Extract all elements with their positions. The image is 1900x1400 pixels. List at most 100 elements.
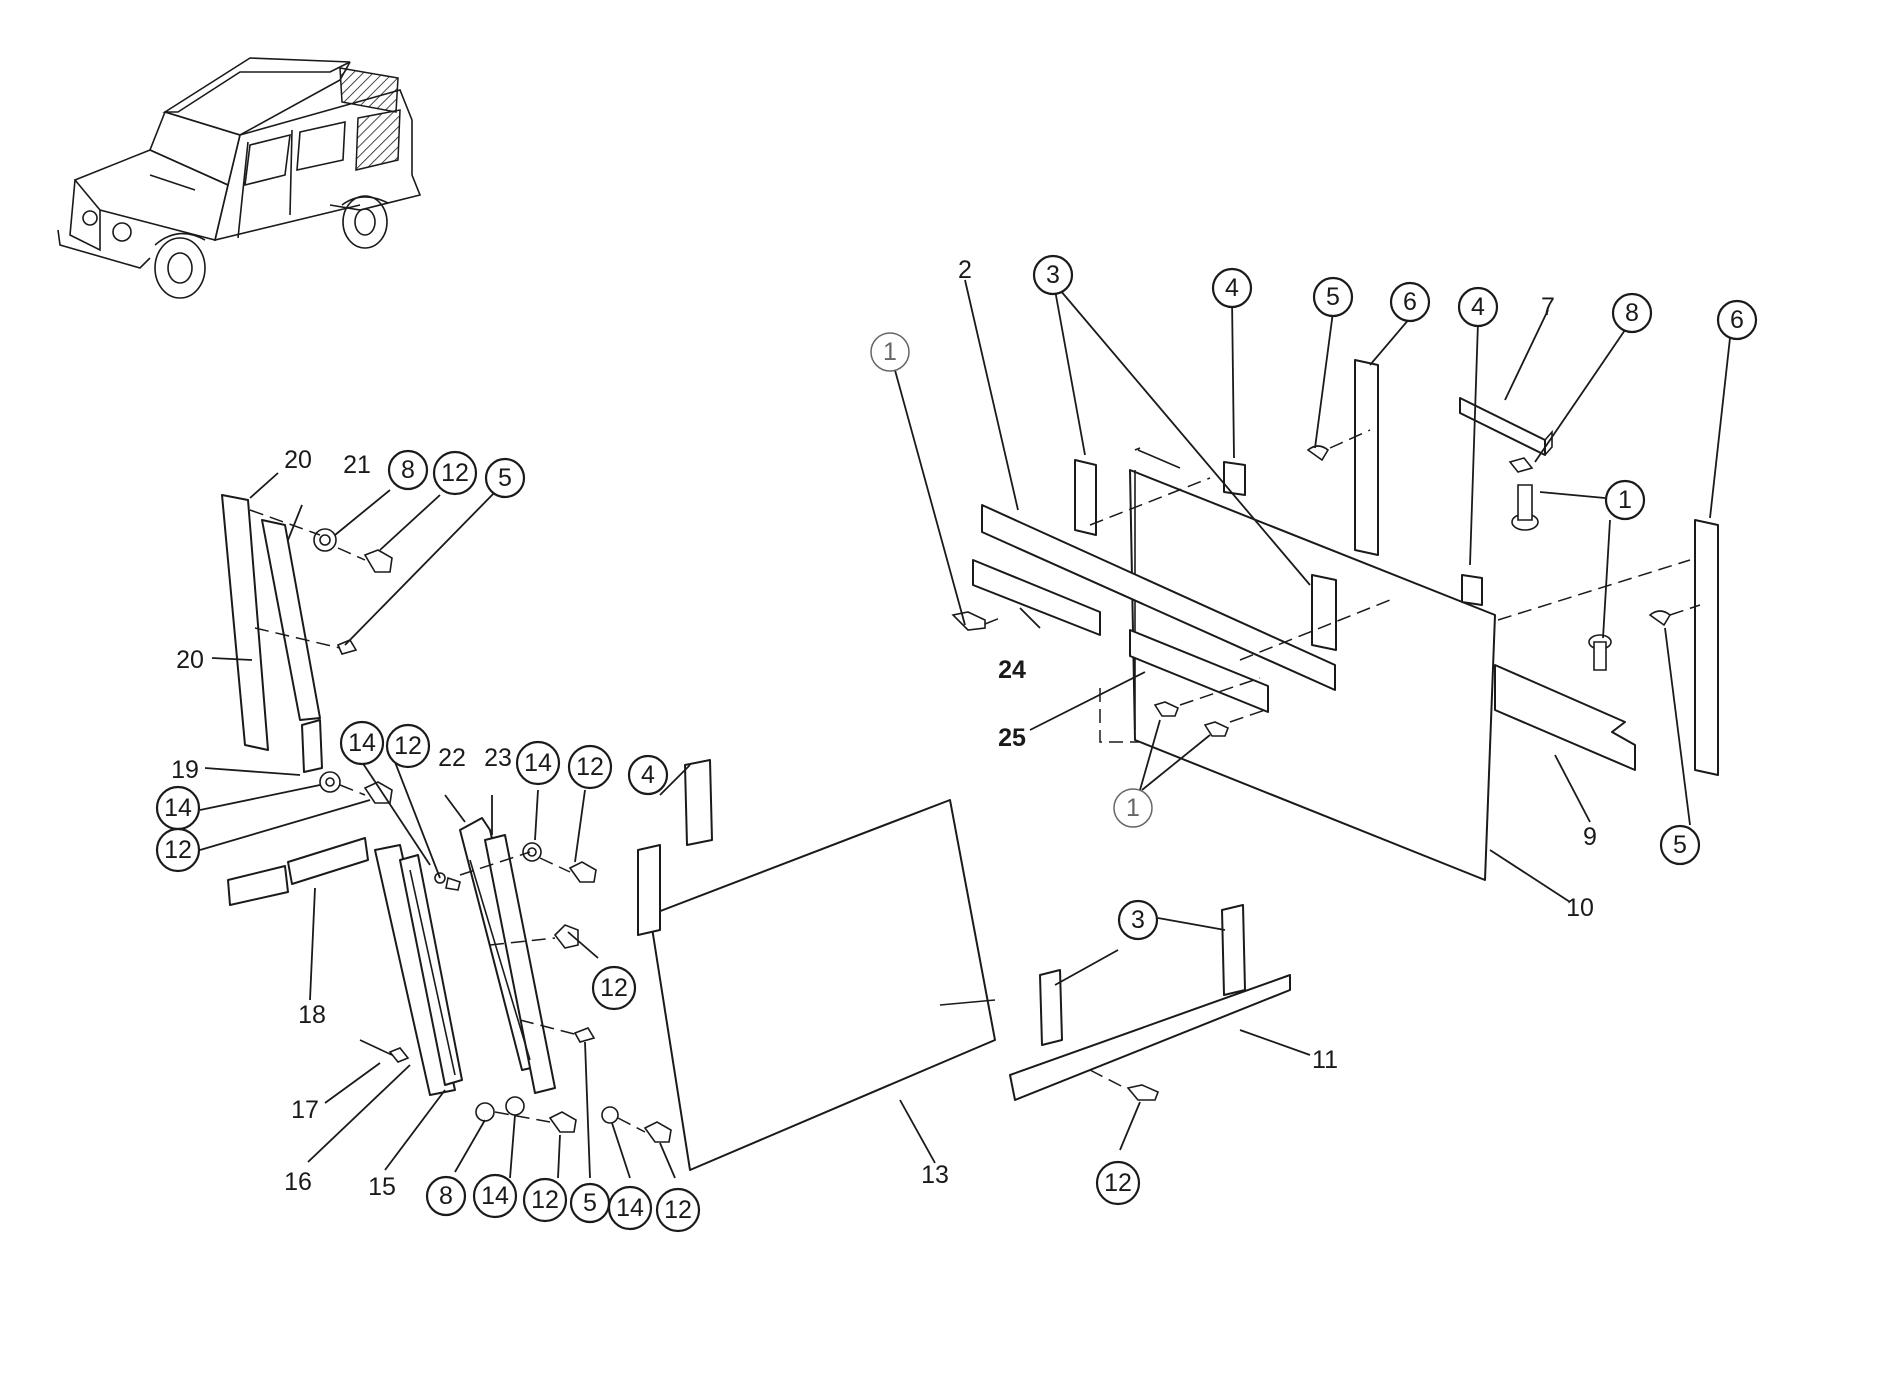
callout-number: 5 xyxy=(1673,831,1687,859)
callout-number: 13 xyxy=(921,1161,949,1189)
callout-c13: 13 xyxy=(921,1161,949,1189)
callout-c22: 22 xyxy=(438,744,466,772)
callout-number: 15 xyxy=(368,1173,396,1201)
callout-number: 8 xyxy=(439,1182,453,1210)
clip-5-right xyxy=(1648,610,1672,627)
washer-14-bottom-a xyxy=(505,1096,525,1116)
strip-20 xyxy=(221,494,269,751)
callout-number: 5 xyxy=(583,1189,597,1217)
callout-circle xyxy=(1095,1160,1141,1206)
callout-c24: 24 xyxy=(998,656,1026,684)
callout-circle xyxy=(484,457,526,499)
callout-c12f: 12 xyxy=(591,965,637,1011)
callout-number: 12 xyxy=(394,732,422,760)
angle-bracket-7 xyxy=(1459,397,1546,456)
callout-circle xyxy=(1604,479,1646,521)
callout-circle xyxy=(432,450,478,496)
callout-number: 23 xyxy=(484,744,512,772)
callout-circle xyxy=(1312,276,1354,318)
callout-circle xyxy=(425,1175,467,1217)
callout-c14b: 14 xyxy=(339,720,385,766)
callout-number: 12 xyxy=(441,459,469,487)
callout-circle xyxy=(870,332,910,372)
screw-12-mid xyxy=(568,861,597,883)
screw-12-bottom-b xyxy=(643,1121,672,1143)
callout-number: 12 xyxy=(664,1196,692,1224)
callout-c17: 17 xyxy=(291,1096,319,1124)
callout-number: 12 xyxy=(164,836,192,864)
callout-c4b: 4 xyxy=(1457,286,1499,328)
callout-number: 10 xyxy=(1566,894,1594,922)
callout-c6a: 6 xyxy=(1389,281,1431,323)
callout-number: 14 xyxy=(481,1182,509,1210)
callout-c5b: 5 xyxy=(1659,824,1701,866)
callout-circle xyxy=(385,723,431,769)
bracket-3-upper-right xyxy=(1311,574,1337,651)
callout-c16: 16 xyxy=(284,1168,312,1196)
callout-number: 1 xyxy=(883,338,897,366)
callout-c12e: 12 xyxy=(567,744,613,790)
side-panel-13 xyxy=(649,799,996,1171)
callout-number: 9 xyxy=(1583,823,1597,851)
callout-c15: 15 xyxy=(368,1173,396,1201)
callout-number: 14 xyxy=(164,794,192,822)
callout-number: 7 xyxy=(1541,293,1555,321)
callout-circle xyxy=(1457,286,1499,328)
callout-c4a: 4 xyxy=(1211,267,1253,309)
callout-circle xyxy=(1659,824,1701,866)
bolt-12-mid xyxy=(553,924,579,949)
callout-number: 4 xyxy=(1471,293,1485,321)
callout-number: 20 xyxy=(284,446,312,474)
upper-rail-2 xyxy=(981,504,1336,691)
callout-c12b: 12 xyxy=(432,450,478,496)
screw-12-upper xyxy=(363,549,393,573)
callout-circle xyxy=(627,754,669,796)
strip-6-right xyxy=(1694,519,1719,776)
callout-c12h: 12 xyxy=(655,1187,701,1233)
callout-c14a: 14 xyxy=(155,785,201,831)
callout-number: 22 xyxy=(438,744,466,772)
callout-number: 14 xyxy=(524,749,552,777)
callout-c8b: 8 xyxy=(387,449,429,491)
callout-circle xyxy=(387,449,429,491)
bracket-3-lower-right xyxy=(1221,904,1246,996)
callout-c18: 18 xyxy=(298,1001,326,1029)
right-side-panel-assembly xyxy=(951,359,1719,1101)
frame-rail-11 xyxy=(1009,974,1291,1101)
callout-c21: 21 xyxy=(343,451,371,479)
callout-number: 6 xyxy=(1403,288,1417,316)
piece-19 xyxy=(301,719,323,773)
bracket-4-right xyxy=(1461,574,1483,606)
callout-circle xyxy=(1611,292,1653,334)
bracket-4-left xyxy=(1223,461,1246,496)
callout-c6b: 6 xyxy=(1716,299,1758,341)
callout-number: 14 xyxy=(616,1194,644,1222)
bracket-4-lower-right xyxy=(684,759,713,846)
callout-circle xyxy=(607,1185,653,1231)
callout-number: 2 xyxy=(958,256,972,284)
leader-lines xyxy=(199,279,1731,1179)
callout-circle xyxy=(1117,899,1159,941)
callout-circle xyxy=(1716,299,1758,341)
callout-number: 8 xyxy=(1625,299,1639,327)
callout-number: 12 xyxy=(600,974,628,1002)
callout-number: 12 xyxy=(531,1186,559,1214)
clip-5-left xyxy=(336,638,358,655)
callout-c3b: 3 xyxy=(1117,899,1159,941)
callout-circle xyxy=(155,827,201,873)
callout-number: 19 xyxy=(171,756,199,784)
bracket-4-lower-left xyxy=(637,844,661,936)
callout-c23: 23 xyxy=(484,744,512,772)
rivet-17 xyxy=(388,1047,410,1063)
callout-number: 12 xyxy=(576,753,604,781)
callout-number: 24 xyxy=(998,656,1026,684)
plate-18 xyxy=(227,865,289,906)
screw-1-c xyxy=(1203,721,1230,737)
screw-12-frame xyxy=(1126,1084,1160,1101)
callout-number: 25 xyxy=(998,724,1026,752)
callout-number: 3 xyxy=(1046,261,1060,289)
callout-circle xyxy=(1032,254,1074,296)
frame-23 xyxy=(484,834,556,1094)
